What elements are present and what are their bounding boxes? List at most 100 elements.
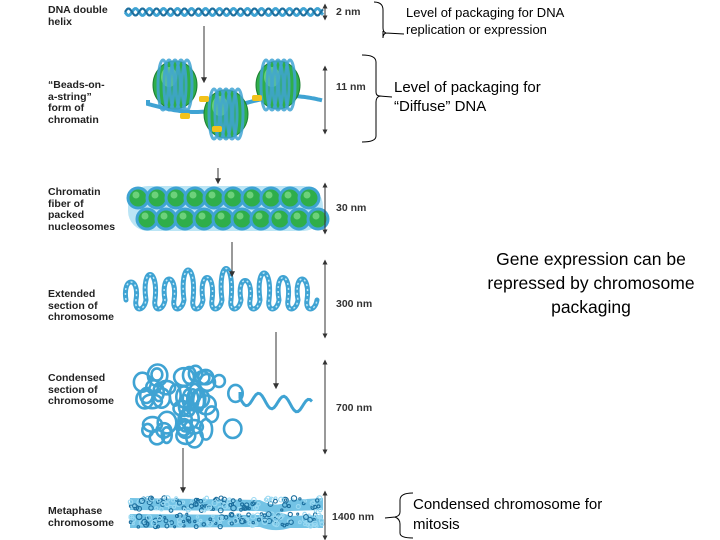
size-30nm: 30 nm (336, 202, 367, 214)
chromosome-texture (217, 515, 224, 522)
chromosome-texture (206, 520, 213, 527)
chromosome-texture (140, 496, 146, 503)
chromosome-texture (238, 498, 242, 502)
chromosome-texture (314, 498, 320, 503)
packed-nucleosome (173, 207, 197, 231)
wrapped-dna (156, 58, 170, 112)
chromosome-texture (218, 495, 224, 501)
chromosome-texture (164, 495, 171, 502)
linker-histone (252, 95, 262, 101)
nucleosome-shine (151, 191, 159, 199)
chromosome-texture (227, 520, 232, 525)
chromosome-texture (286, 504, 291, 509)
chromosome-texture (261, 518, 269, 525)
chromosome-texture (296, 512, 300, 516)
chromosome-texture (216, 498, 221, 504)
chromosome-texture (158, 498, 163, 503)
chromosome-texture (285, 522, 289, 527)
chromosome-texture (250, 501, 256, 507)
chromosome-texture (163, 518, 169, 524)
chromosome-texture (246, 517, 250, 522)
chromosome-texture (256, 517, 262, 522)
chromosome-texture (240, 502, 245, 507)
nucleosome-shine (265, 191, 273, 199)
chromosome-texture (269, 497, 273, 501)
chromosome-texture (138, 519, 145, 526)
nucleosome-shine (236, 212, 244, 220)
chromosome-texture (181, 500, 186, 505)
chromosome-texture (202, 509, 207, 513)
linker-histone (212, 126, 222, 132)
chromosome-texture (230, 498, 236, 504)
chromosome-texture (177, 520, 184, 527)
annotation-replication: Level of packaging for DNA replication o… (406, 5, 565, 37)
chromosome-texture (193, 524, 199, 530)
chromosome-texture (272, 498, 278, 504)
chromosome-texture (199, 504, 204, 508)
linker-histone (180, 113, 190, 119)
wrapped-dna (259, 58, 273, 112)
chromosome-texture (182, 507, 187, 512)
chromosome-texture (298, 497, 302, 501)
nucleosome-shine (132, 191, 140, 199)
nucleosome-shine (189, 191, 197, 199)
packed-nucleosome (154, 207, 178, 231)
nucleosome-shine (227, 191, 235, 199)
chromosome-texture (268, 511, 275, 518)
chromosome-texture (157, 516, 162, 522)
label-dna-double-helix: DNA double helix (48, 4, 108, 28)
flow-arrows (180, 26, 279, 494)
nucleosome-shine (170, 191, 178, 199)
chromosome-texture (254, 512, 261, 519)
packed-nucleosome (230, 207, 254, 231)
beads-on-string-drawing (146, 58, 323, 141)
nucleosome-shine (274, 212, 282, 220)
chromosome-texture (174, 513, 180, 519)
packed-nucleosome (268, 207, 292, 231)
chromosome-texture (150, 497, 155, 502)
chromosome-texture (131, 521, 135, 526)
chromosome-texture (205, 504, 213, 511)
chromosome-texture (164, 501, 170, 508)
packed-nucleosome (135, 207, 159, 231)
bracket-diffuse (361, 54, 393, 143)
nucleosome-shine (198, 212, 206, 220)
condensed-loop (212, 373, 227, 389)
chromosome-texture (203, 504, 207, 508)
wrapped-dna (207, 87, 221, 141)
label-condensed-section: Condensed section of chromosome (48, 372, 114, 407)
chromosome-texture (254, 505, 259, 510)
chromosome-texture (150, 519, 158, 527)
chromosome-texture (280, 508, 284, 512)
condensed-loop (156, 410, 178, 435)
chromosome-texture (176, 500, 183, 506)
wrapped-dna (174, 58, 188, 112)
chromosome-texture (156, 498, 161, 503)
chromosome-texture (193, 519, 197, 524)
extended-section-drawing (122, 266, 320, 312)
chromosome-texture (136, 525, 141, 529)
chromatin-fiber-drawing (126, 186, 330, 231)
chromosome-texture (128, 514, 133, 519)
chromosome-texture (288, 519, 294, 525)
packed-nucleosome (164, 186, 188, 210)
nucleosome-shine (246, 191, 254, 199)
chromosome-texture (218, 520, 222, 525)
chromosome-texture (161, 495, 168, 502)
label-beads-on-string: “Beads-on- a-string” form of chromatin (48, 79, 105, 126)
nucleosome-shine (179, 212, 187, 220)
wrapped-dna (162, 58, 176, 112)
condensed-loop (194, 369, 211, 386)
chromosome-texture (159, 507, 164, 512)
chromosome-texture (278, 496, 285, 503)
chromosome-texture (198, 518, 203, 523)
chromosome-texture (290, 495, 298, 502)
bracket-replication (373, 1, 405, 39)
size-300nm: 300 nm (336, 298, 373, 310)
packed-nucleosome (145, 186, 169, 210)
chromosome-texture (210, 518, 216, 524)
chromosome-texture (295, 504, 301, 510)
nucleosome-shine (312, 212, 320, 220)
wrapped-dna (271, 58, 285, 112)
